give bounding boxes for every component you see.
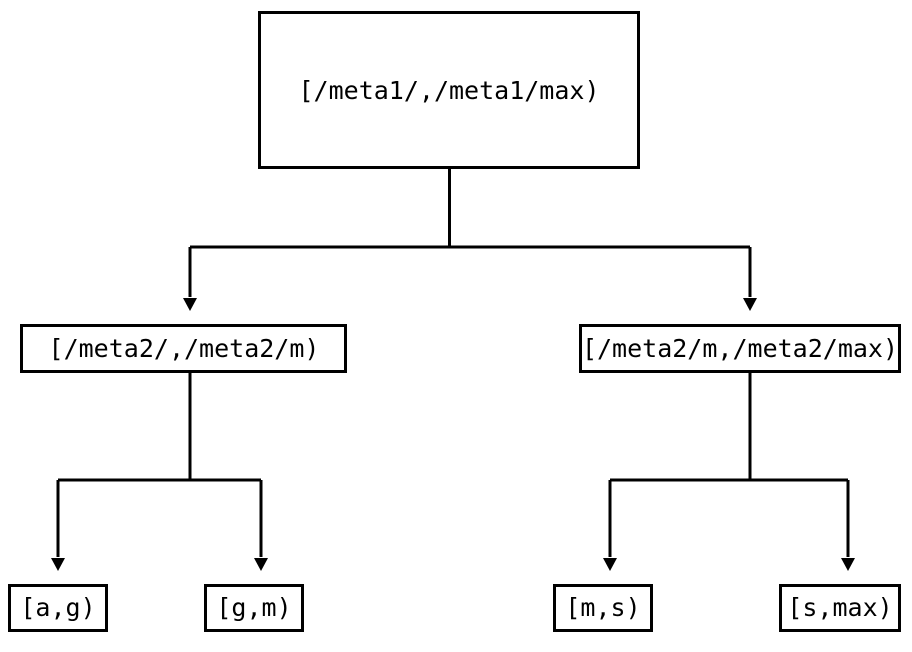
node-leaf-1-box xyxy=(8,584,108,632)
edge-group-root xyxy=(183,168,757,311)
arrowhead-leaf-1-icon xyxy=(51,558,65,571)
node-mid-left[interactable]: [/meta2/,/meta2/m) xyxy=(20,324,347,373)
node-root-box xyxy=(258,11,640,169)
node-mid-right[interactable]: [/meta2/m,/meta2/max) xyxy=(579,324,901,373)
arrowhead-leaf-4-icon xyxy=(841,558,855,571)
node-leaf-3[interactable]: [m,s) xyxy=(553,584,653,632)
node-mid-left-box xyxy=(20,324,347,373)
node-leaf-2[interactable]: [g,m) xyxy=(204,584,304,632)
node-leaf-4-box xyxy=(779,584,901,632)
arrowhead-mid-right-icon xyxy=(743,298,757,311)
arrowhead-leaf-2-icon xyxy=(254,558,268,571)
node-leaf-4-label: [s,max) xyxy=(787,593,892,622)
node-leaf-3-label: [m,s) xyxy=(565,593,640,622)
node-leaf-3-box xyxy=(553,584,653,632)
node-mid-left-label: [/meta2/,/meta2/m) xyxy=(49,334,320,363)
node-leaf-1[interactable]: [a,g) xyxy=(8,584,108,632)
node-leaf-1-label: [a,g) xyxy=(20,593,95,622)
node-leaf-2-box xyxy=(204,584,304,632)
node-leaf-4[interactable]: [s,max) xyxy=(779,584,901,632)
arrowhead-mid-left-icon xyxy=(183,298,197,311)
node-mid-right-box xyxy=(579,324,901,373)
edge-group-mid-right xyxy=(603,373,855,571)
node-root[interactable]: [/meta1/,/meta1/max) xyxy=(258,11,640,169)
node-mid-right-label: [/meta2/m,/meta2/max) xyxy=(582,334,898,363)
node-leaf-2-label: [g,m) xyxy=(216,593,291,622)
arrowhead-leaf-3-icon xyxy=(603,558,617,571)
node-root-label: [/meta1/,/meta1/max) xyxy=(298,76,599,105)
edge-group-mid-left xyxy=(51,373,268,571)
